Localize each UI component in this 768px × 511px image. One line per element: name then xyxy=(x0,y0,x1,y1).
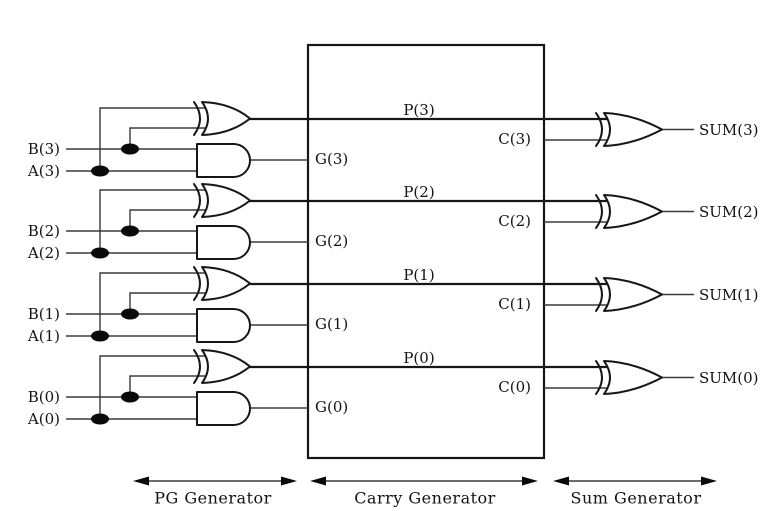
wire-b-to-xor xyxy=(129,292,208,314)
and-gate-g-icon xyxy=(196,225,251,260)
junction-dot-a xyxy=(91,165,109,177)
junction-dot-a xyxy=(91,330,109,342)
and-gate-g-icon xyxy=(196,391,251,426)
g-signal-label: G(1) xyxy=(315,315,348,333)
g-signal-label: G(0) xyxy=(315,398,348,416)
xor-p-input-arc-icon xyxy=(193,349,201,384)
sum-label: SUM(0) xyxy=(699,369,759,387)
xor-sum-input-arc-icon xyxy=(595,112,603,147)
xor-sum-input-arc-icon xyxy=(595,277,603,312)
junction-dot-b xyxy=(121,143,139,155)
arrow-right-icon xyxy=(701,476,717,486)
bit-slice-0: B(0) A(0) P(0) G(0) C(0) SUM(0) xyxy=(27,349,759,428)
input-label-a: A(2) xyxy=(27,244,60,262)
input-label-a: A(0) xyxy=(27,410,60,428)
input-label-b: B(0) xyxy=(28,388,60,406)
junction-dot-a xyxy=(91,247,109,259)
bit-slice-3: B(3) A(3) P(3) G(3) C(3) SUM(3) xyxy=(27,101,759,180)
and-gate-g-icon xyxy=(196,143,251,178)
input-label-a: A(1) xyxy=(27,327,60,345)
input-label-b: B(3) xyxy=(28,140,60,158)
wire-a-to-xor xyxy=(99,189,208,253)
g-signal-label: G(3) xyxy=(315,150,348,168)
xor-gate-sum-icon xyxy=(603,360,663,395)
input-label-b: B(1) xyxy=(28,305,60,323)
arrow-right-icon xyxy=(522,476,538,486)
bit-slice-1: B(1) A(1) P(1) G(1) C(1) SUM(1) xyxy=(27,266,759,345)
junction-dot-b xyxy=(121,308,139,320)
input-label-a: A(3) xyxy=(27,162,60,180)
p-signal-label: P(1) xyxy=(403,266,434,284)
arrow-left-icon xyxy=(553,476,569,486)
xor-gate-sum-icon xyxy=(603,194,663,229)
wire-a-to-xor xyxy=(99,107,208,171)
section-label: PG Generator xyxy=(154,489,272,508)
section-carry-generator: Carry Generator xyxy=(310,476,538,508)
section-pg-generator: PG Generator xyxy=(133,476,297,508)
xor-gate-sum-icon xyxy=(603,112,663,147)
junction-dot-b xyxy=(121,391,139,403)
arrow-left-icon xyxy=(310,476,326,486)
wire-b-to-xor xyxy=(129,375,208,397)
sum-label: SUM(1) xyxy=(699,286,759,304)
p-signal-label: P(2) xyxy=(403,183,434,201)
xor-gate-sum-icon xyxy=(603,277,663,312)
c-signal-label: C(0) xyxy=(498,378,531,396)
wire-b-to-xor xyxy=(129,209,208,231)
wire-b-to-xor xyxy=(129,127,208,149)
c-signal-label: C(3) xyxy=(498,130,531,148)
sum-label: SUM(3) xyxy=(699,121,759,139)
xor-p-input-arc-icon xyxy=(193,183,201,218)
xor-gate-p-icon xyxy=(201,101,251,136)
carry-generator-box xyxy=(306,43,546,460)
section-label: Sum Generator xyxy=(571,489,702,508)
junction-dot-b xyxy=(121,225,139,237)
sum-label: SUM(2) xyxy=(699,203,759,221)
p-signal-label: P(0) xyxy=(403,349,434,367)
bit-slice-2: B(2) A(2) P(2) G(2) C(2) SUM(2) xyxy=(27,183,759,262)
c-signal-label: C(1) xyxy=(498,295,531,313)
xor-gate-p-icon xyxy=(201,349,251,384)
wire-a-to-xor xyxy=(99,272,208,336)
input-label-b: B(2) xyxy=(28,222,60,240)
xor-gate-p-icon xyxy=(201,183,251,218)
wire-a-to-xor xyxy=(99,355,208,419)
xor-p-input-arc-icon xyxy=(193,266,201,301)
arrow-right-icon xyxy=(281,476,297,486)
g-signal-label: G(2) xyxy=(315,232,348,250)
xor-sum-input-arc-icon xyxy=(595,194,603,229)
xor-sum-input-arc-icon xyxy=(595,360,603,395)
section-label: Carry Generator xyxy=(354,489,496,508)
section-sum-generator: Sum Generator xyxy=(553,476,717,508)
xor-gate-p-icon xyxy=(201,266,251,301)
xor-p-input-arc-icon xyxy=(193,101,201,136)
and-gate-g-icon xyxy=(196,308,251,343)
arrow-left-icon xyxy=(133,476,149,486)
c-signal-label: C(2) xyxy=(498,212,531,230)
p-signal-label: P(3) xyxy=(403,101,434,119)
junction-dot-a xyxy=(91,413,109,425)
